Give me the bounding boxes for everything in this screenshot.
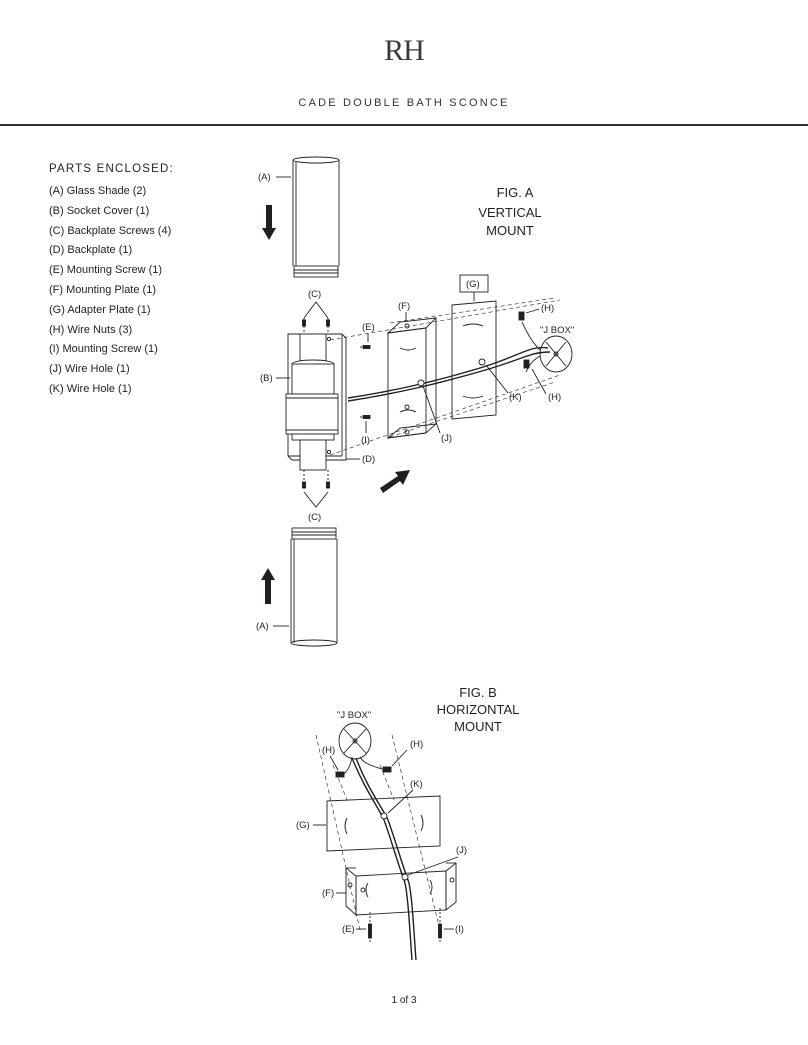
label-jbox: "J BOX": [540, 325, 574, 336]
fig-b-diagram: FIG. B HORIZONTAL MOUNT "J BOX" (H) (H): [296, 685, 520, 961]
fig-a-diagram: FIG. A VERTICAL MOUNT (A) (C): [256, 156, 574, 647]
label-k: (K): [509, 392, 522, 403]
junction-box: [539, 335, 573, 373]
header-divider: [0, 124, 808, 126]
label-c-bottom: (C): [308, 512, 321, 523]
parts-item: (J) Wire Hole (1): [49, 363, 130, 376]
parts-item: (G) Adapter Plate (1): [49, 303, 151, 316]
parts-heading: PARTS ENCLOSED:: [49, 163, 174, 175]
glass-shade-top: [292, 156, 340, 278]
glass-shade-bottom: [290, 527, 338, 647]
page-number: 1 of 3: [391, 995, 417, 1006]
label-i-b: (I): [455, 924, 464, 935]
label-b: (B): [260, 373, 273, 384]
diagonal-arrow-icon: [380, 470, 410, 493]
fig-b-title: FIG. B: [459, 685, 497, 700]
label-f-b: (F): [322, 888, 334, 899]
label-d: (D): [362, 454, 375, 465]
fig-a-title: FIG. A: [497, 185, 534, 200]
label-c-top: (C): [308, 289, 321, 300]
label-a-bottom: (A): [256, 621, 269, 632]
parts-item: (D) Backplate (1): [49, 244, 133, 257]
parts-item: (B) Socket Cover (1): [49, 204, 150, 217]
fig-b-subtitle: MOUNT: [454, 719, 502, 734]
junction-box: [338, 722, 372, 760]
label-g: (G): [466, 279, 480, 290]
parts-item: (C) Backplate Screws (4): [49, 224, 172, 237]
label-e: (E): [362, 322, 375, 333]
label-jbox-b: "J BOX": [337, 710, 371, 721]
mounting-plate: [345, 862, 457, 917]
adapter-plate: [326, 795, 441, 852]
parts-item: (H) Wire Nuts (3): [49, 323, 133, 336]
parts-item: (K) Wire Hole (1): [49, 382, 132, 395]
label-e-b: (E): [342, 924, 355, 935]
label-h-right: (H): [410, 739, 423, 750]
parts-list: PARTS ENCLOSED: (A) Glass Shade (2) (B) …: [49, 163, 174, 400]
parts-item: (I) Mounting Screw (1): [49, 343, 158, 356]
label-a-top: (A): [258, 172, 271, 183]
parts-item: (E) Mounting Screw (1): [49, 264, 163, 277]
label-i: (I): [361, 435, 370, 446]
fig-a-subtitle: VERTICAL: [478, 205, 541, 220]
label-g-b: (G): [296, 820, 310, 831]
down-arrow-icon: [262, 205, 276, 240]
label-h-left: (H): [322, 745, 335, 756]
fig-a-subtitle: MOUNT: [486, 223, 534, 238]
adapter-plate: [451, 300, 497, 420]
brand-logo: RH: [384, 34, 425, 67]
parts-item: (F) Mounting Plate (1): [49, 283, 156, 296]
up-arrow-icon: [261, 568, 275, 604]
label-h-bottom: (H): [548, 392, 561, 403]
document-title: CADE DOUBLE BATH SCONCE: [298, 97, 510, 109]
label-k-b: (K): [410, 779, 423, 790]
fig-b-subtitle: HORIZONTAL: [437, 702, 520, 717]
mounting-plate: [386, 317, 438, 439]
label-f: (F): [398, 301, 410, 312]
label-j-b: (J): [456, 845, 467, 856]
parts-item: (A) Glass Shade (2): [49, 185, 147, 197]
label-j: (J): [441, 433, 452, 444]
socket-cover: [285, 333, 339, 471]
label-h-top: (H): [541, 303, 554, 314]
